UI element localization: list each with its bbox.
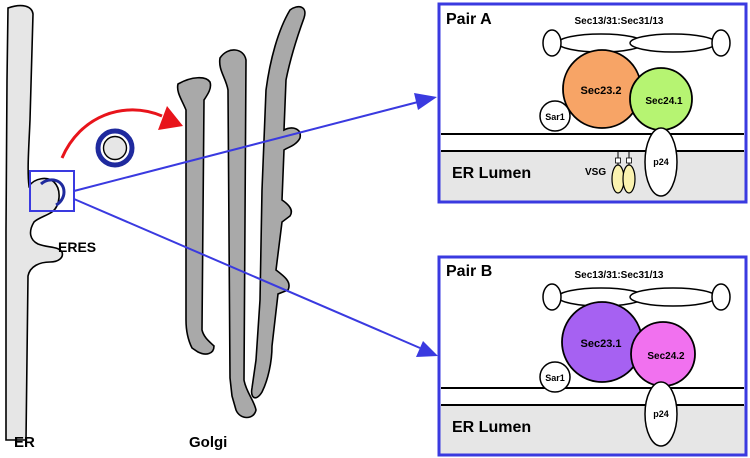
pair-a-vsg-monomer-1 bbox=[611, 164, 625, 194]
pair-a-vsg-monomer-2 bbox=[622, 164, 636, 194]
pair-a-panel: Pair A Sec13/31:Sec31/13 Sec23.2 Sec24.1… bbox=[437, 2, 748, 204]
pair-a-sec13-cap-right bbox=[711, 29, 731, 57]
pair-a-sec24-label: Sec24.1 bbox=[645, 96, 683, 107]
golgi-cisterna-2 bbox=[218, 49, 257, 419]
pair-a-sec13-cap-left bbox=[542, 29, 562, 57]
pair-b-sec13-31-rod-right bbox=[629, 287, 717, 307]
arrow-to-pair-a-head bbox=[414, 93, 437, 110]
arrow-to-pair-a-line bbox=[73, 101, 419, 192]
pair-a-sar1-circle bbox=[539, 100, 571, 132]
er-membrane bbox=[5, 4, 64, 441]
pair-b-panel: Pair B Sec13/31:Sec31/13 Sec23.1 Sec24.2… bbox=[437, 255, 748, 457]
pair-b-sar1-circle bbox=[539, 361, 571, 393]
pair-b-lumen-label: ER Lumen bbox=[452, 419, 531, 436]
pair-a-title: Pair A bbox=[446, 11, 492, 28]
eres-budding-coat bbox=[40, 178, 66, 207]
copii-vesicle-inner bbox=[102, 135, 128, 161]
pair-b-p24-receptor bbox=[644, 381, 678, 447]
pair-a-lumen-region bbox=[440, 151, 745, 201]
pair-a-sec23-label: Sec23.2 bbox=[581, 85, 622, 97]
golgi-cisterna-3 bbox=[250, 5, 306, 399]
pair-b-coat-outer-label: Sec13/31:Sec31/13 bbox=[575, 270, 664, 281]
pair-b-sec13-cap-left bbox=[542, 283, 562, 311]
eres-label: ERES bbox=[58, 239, 96, 255]
er-label: ER bbox=[14, 434, 35, 451]
golgi-cisterna-1 bbox=[176, 76, 215, 355]
pair-b-sec13-cap-right bbox=[711, 283, 731, 311]
transport-arrow-head bbox=[158, 106, 183, 130]
pair-a-p24-receptor bbox=[644, 127, 678, 197]
pair-b-sec23-label: Sec23.1 bbox=[581, 338, 622, 350]
pair-b-title: Pair B bbox=[446, 263, 492, 280]
pair-b-sar1-label: Sar1 bbox=[545, 373, 565, 383]
arrow-to-pair-b-line bbox=[73, 198, 421, 349]
pair-a-p24-label: p24 bbox=[653, 157, 669, 167]
golgi-label: Golgi bbox=[189, 434, 227, 451]
pair-a-sar1-label: Sar1 bbox=[545, 112, 565, 122]
copii-vesicle-outer bbox=[95, 128, 135, 168]
arrow-to-pair-b-head bbox=[416, 341, 438, 357]
pair-b-p24-label: p24 bbox=[653, 409, 669, 419]
pair-a-vsg-gpi-2 bbox=[626, 157, 632, 164]
pair-a-coat-outer-label: Sec13/31:Sec31/13 bbox=[575, 16, 664, 27]
transport-arrow-curve bbox=[60, 108, 163, 159]
pair-b-sec24-label: Sec24.2 bbox=[647, 351, 685, 362]
pair-b-lumen-region bbox=[440, 405, 745, 454]
pair-a-vsg-label: VSG bbox=[585, 167, 606, 178]
pair-a-vsg-gpi-1 bbox=[615, 157, 621, 164]
pair-a-sec13-31-rod-right bbox=[629, 33, 717, 53]
pair-a-lumen-label: ER Lumen bbox=[452, 165, 531, 182]
